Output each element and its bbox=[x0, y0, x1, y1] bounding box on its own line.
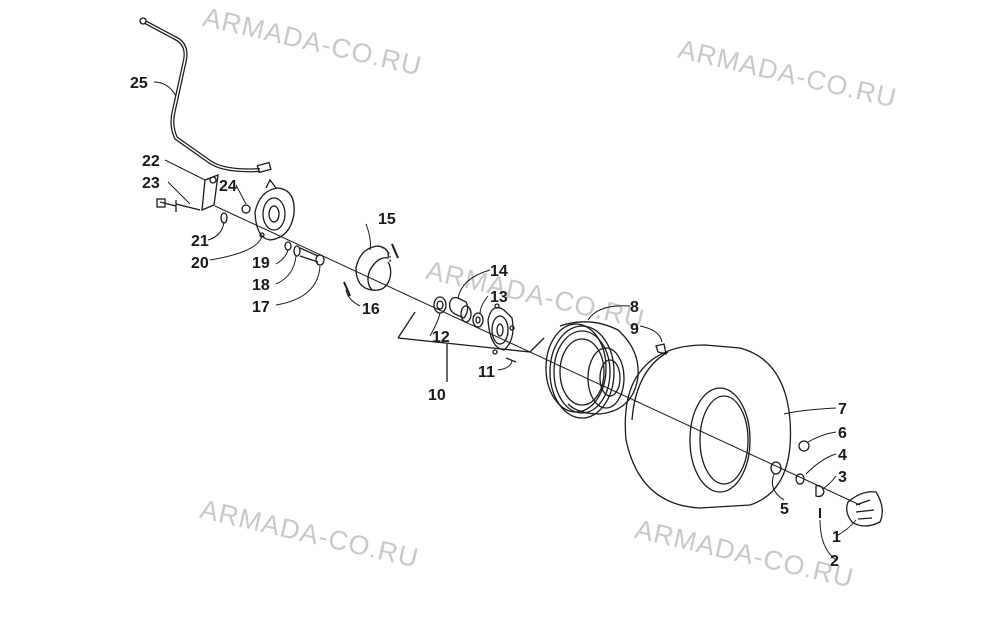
brake-plate bbox=[254, 178, 295, 241]
callout-23: 23 bbox=[142, 175, 160, 192]
callout-19: 19 bbox=[252, 255, 270, 272]
callout-13: 13 bbox=[490, 289, 508, 306]
callout-24: 24 bbox=[219, 178, 237, 195]
callout-14: 14 bbox=[490, 263, 508, 280]
callout-7: 7 bbox=[838, 401, 847, 418]
callout-17: 17 bbox=[252, 299, 270, 316]
callout-2: 2 bbox=[830, 553, 839, 570]
callout-1: 1 bbox=[832, 529, 841, 546]
brake-lever bbox=[156, 174, 251, 224]
hub-cap bbox=[819, 491, 883, 527]
callout-16: 16 bbox=[362, 301, 380, 318]
callout-4: 4 bbox=[838, 447, 847, 464]
callout-12: 12 bbox=[432, 329, 450, 346]
callout-8: 8 bbox=[630, 299, 639, 316]
callout-9: 9 bbox=[630, 321, 639, 338]
tire bbox=[624, 344, 792, 509]
brake-cable bbox=[139, 17, 272, 174]
callout-18: 18 bbox=[252, 277, 270, 294]
callout-15: 15 bbox=[378, 211, 396, 228]
wheel-rim bbox=[545, 321, 639, 419]
callout-21: 21 bbox=[191, 233, 209, 250]
callout-5: 5 bbox=[780, 501, 789, 518]
callouts: 25 22 23 24 21 20 19 18 17 15 16 14 13 1… bbox=[130, 75, 847, 570]
callout-22: 22 bbox=[142, 153, 160, 170]
callout-6: 6 bbox=[838, 425, 847, 442]
brake-shoes bbox=[343, 243, 399, 297]
callout-11: 11 bbox=[478, 364, 495, 381]
callout-10: 10 bbox=[428, 387, 446, 404]
callout-25: 25 bbox=[130, 75, 148, 92]
wheel-hub bbox=[487, 303, 517, 363]
callout-20: 20 bbox=[191, 255, 209, 272]
callout-3: 3 bbox=[838, 469, 847, 486]
